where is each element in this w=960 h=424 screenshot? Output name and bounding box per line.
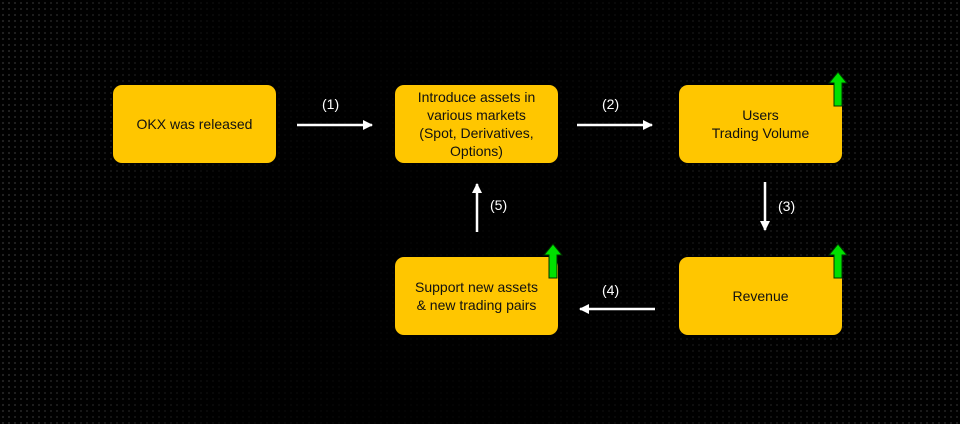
- node-users-trading-volume: Users Trading Volume: [679, 85, 842, 163]
- node-revenue: Revenue: [679, 257, 842, 335]
- increase-arrow-icon: [828, 71, 848, 107]
- node-support-new-assets: Support new assets & new trading pairs: [395, 257, 558, 335]
- increase-arrow-icon: [543, 243, 563, 279]
- edge-label-4: (4): [602, 282, 620, 298]
- edge-label-1: (1): [322, 96, 340, 112]
- edge-label-2: (2): [602, 96, 620, 112]
- edge-label-3: (3): [778, 198, 796, 214]
- node-okx-released: OKX was released: [113, 85, 276, 163]
- edge-label-5: (5): [490, 197, 508, 213]
- node-introduce-assets: Introduce assets in various markets (Spo…: [395, 85, 558, 163]
- increase-arrow-icon: [828, 243, 848, 279]
